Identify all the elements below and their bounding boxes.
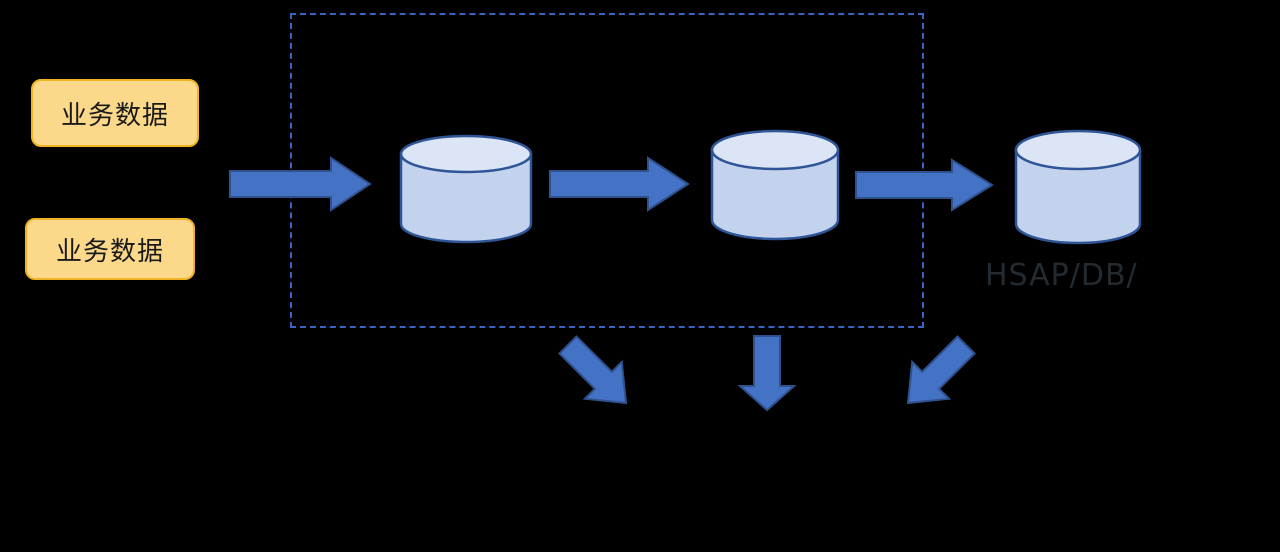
stage-cylinder-2[interactable]: [708, 128, 842, 244]
arrow-output-down-right: [552, 335, 642, 412]
arrow-ingest: [228, 155, 373, 213]
business-data-source-2-label: 业务数据: [55, 236, 164, 267]
arrow-stage1-to-stage2: [548, 156, 690, 212]
business-data-source-2[interactable]: 业务数据: [25, 218, 195, 280]
arrow-stage2-to-stage3: [854, 158, 994, 212]
stage-cylinder-1[interactable]: [398, 134, 534, 244]
stage-cylinder-3[interactable]: [1012, 128, 1144, 250]
business-data-source-1-label: 业务数据: [60, 100, 169, 131]
arrow-output-down-left: [892, 335, 982, 412]
stage-cylinder-3-label: HSAP/DB/: [985, 258, 1138, 293]
business-data-source-1[interactable]: 业务数据: [31, 79, 199, 147]
arrow-output-down: [736, 334, 798, 412]
